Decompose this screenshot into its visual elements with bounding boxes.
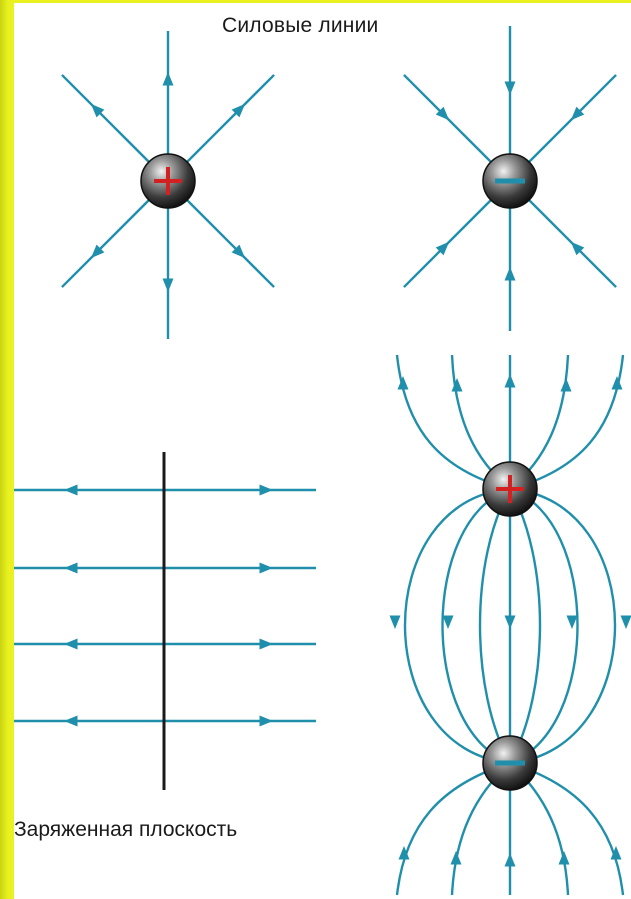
field-arrow [610,846,622,860]
field-arrow [90,103,105,118]
field-arrow [389,615,401,629]
field-arrow [558,851,570,865]
field-arrow [397,376,409,390]
field-arrow [566,615,578,629]
dipole-field-line [441,487,511,765]
field-arrow [435,106,450,121]
field-arrow [504,374,516,388]
field-arrow [259,562,273,574]
field-arrow [259,638,273,650]
field-arrow [64,484,78,496]
field-arrows [64,72,631,867]
field-arrow [570,106,585,121]
field-arrow [231,103,246,118]
dipole-field-line [508,488,542,764]
field-arrow [435,241,450,256]
field-arrow [259,484,273,496]
negative-point-charge [482,153,538,209]
dipole-field-line [509,487,617,765]
field-arrow [231,244,246,259]
field-arrow [504,853,516,867]
field-arrow [64,638,78,650]
field-arrow [442,615,454,629]
field-arrow [162,278,174,292]
field-arrow [560,378,572,392]
field-arrow [398,846,410,860]
field-arrow [570,241,585,256]
field-arrow [611,376,623,390]
field-arrow [620,615,631,629]
field-arrow [504,267,516,281]
dipole-field-line [478,488,512,764]
field-arrow [450,851,462,865]
field-arrow [259,715,273,727]
field-arrow [451,378,463,392]
field-arrow [162,72,174,86]
field-arrow [90,244,105,259]
charges [140,153,538,791]
field-arrow [64,715,78,727]
field-arrow [64,562,78,574]
dipole-field-line [509,487,579,765]
field-arrow [504,81,516,95]
diagram-title: Силовые линии [222,14,379,37]
dipole-negative-charge [482,735,538,791]
dipole-field-line [403,487,511,765]
dipole-positive-charge [482,461,538,517]
field-arrow [504,615,516,629]
positive-point-charge [140,153,196,209]
field-lines [61,26,625,896]
plane-label: Заряженная плоскость [14,818,238,841]
